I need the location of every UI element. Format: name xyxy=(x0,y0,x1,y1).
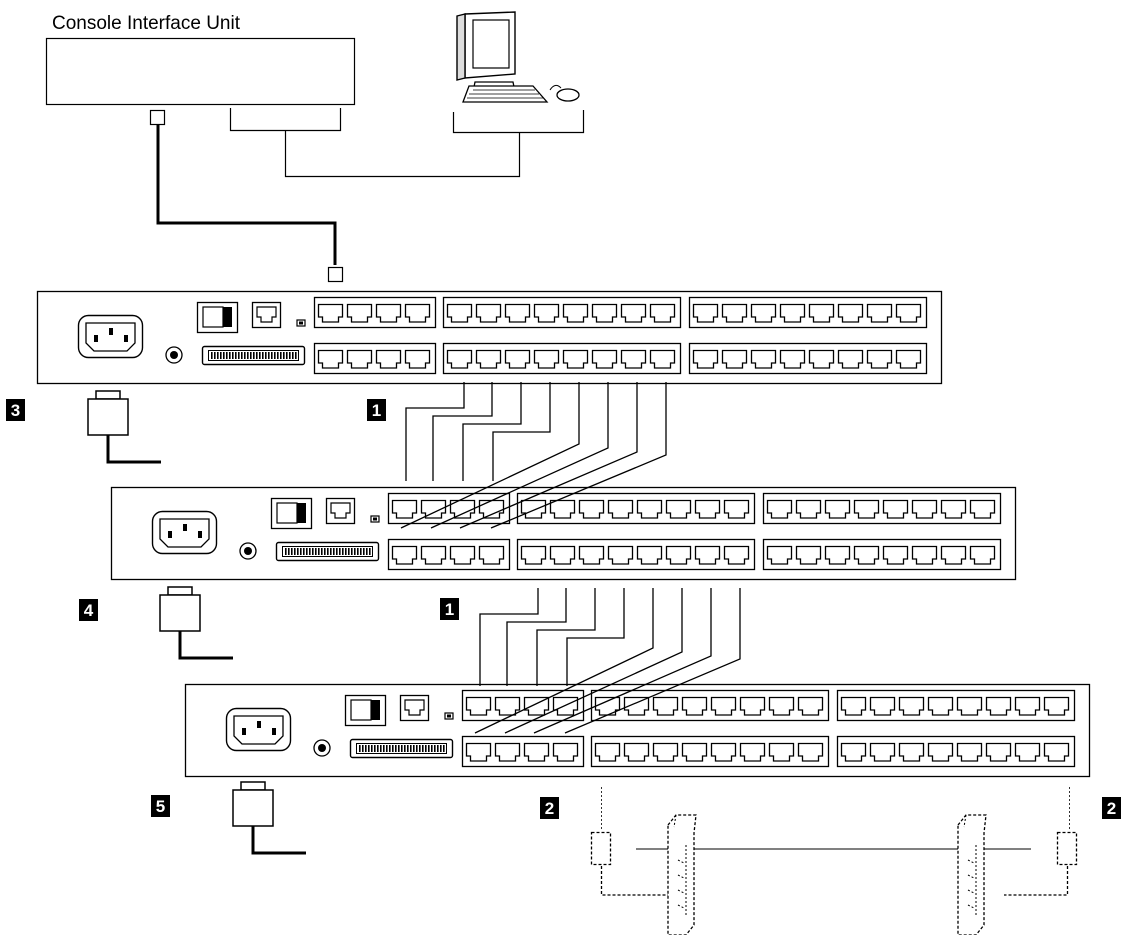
port-group xyxy=(461,735,585,768)
console-interface-unit xyxy=(45,37,356,106)
power-switch-icon xyxy=(196,301,239,334)
svg-text:1: 1 xyxy=(372,401,381,420)
console-cable xyxy=(156,125,337,265)
port-group xyxy=(836,735,1076,768)
cascade-cables-2-3 xyxy=(474,588,741,734)
port-group xyxy=(688,296,928,329)
switch-3 xyxy=(184,683,1091,778)
port-group xyxy=(387,538,511,571)
power-cord-2 xyxy=(158,585,235,660)
callout-2-right: 2 xyxy=(1102,797,1121,819)
port-group xyxy=(461,689,585,722)
svg-text:2: 2 xyxy=(1107,799,1116,818)
power-cord-1 xyxy=(86,389,163,464)
port-group xyxy=(313,342,437,375)
callout-1-lower: 1 xyxy=(440,598,459,620)
console-link-bracket xyxy=(229,108,585,178)
switch-1-console-connector xyxy=(327,266,344,283)
pc-icon xyxy=(456,11,580,103)
switch-1 xyxy=(36,290,943,385)
ground-screw-icon xyxy=(313,739,331,757)
rj-port-icon xyxy=(251,301,282,329)
switch-2 xyxy=(110,486,1017,581)
ground-screw-icon xyxy=(165,346,183,364)
port-group xyxy=(442,342,682,375)
power-inlet-icon xyxy=(225,707,292,752)
callout-2-left: 2 xyxy=(540,797,559,819)
power-switch-icon xyxy=(344,694,387,727)
computer-link-left xyxy=(590,787,668,896)
ground-screw-icon xyxy=(239,542,257,560)
svg-text:1: 1 xyxy=(445,600,454,619)
power-cord-3 xyxy=(231,780,308,855)
console-interface-unit-label: Console Interface Unit xyxy=(52,13,241,34)
rj-port-icon xyxy=(325,497,356,525)
port-group xyxy=(516,538,756,571)
port-group xyxy=(442,296,682,329)
cascade-cables-1-2 xyxy=(400,382,667,529)
svg-text:4: 4 xyxy=(84,601,94,620)
port-group xyxy=(762,538,1002,571)
daisy-chain-connector-icon xyxy=(201,345,306,366)
port-group xyxy=(836,689,1076,722)
console-connector xyxy=(149,109,166,126)
callout-3: 3 xyxy=(6,399,25,421)
port-group xyxy=(313,296,437,329)
power-switch-icon xyxy=(270,497,313,530)
port-group xyxy=(590,735,830,768)
daisy-chain-connector-icon xyxy=(275,541,380,562)
callout-5: 5 xyxy=(151,795,170,817)
port-group xyxy=(516,492,756,525)
computer-icon-left xyxy=(667,814,697,935)
port-group xyxy=(590,689,830,722)
svg-text:5: 5 xyxy=(156,797,165,816)
svg-text:2: 2 xyxy=(545,799,554,818)
power-inlet-icon xyxy=(77,314,144,359)
computer-icon-right xyxy=(957,814,987,935)
port-group xyxy=(688,342,928,375)
daisy-chain-connector-icon xyxy=(349,738,454,759)
port-group xyxy=(762,492,1002,525)
svg-text:3: 3 xyxy=(11,401,20,420)
port-group xyxy=(387,492,511,525)
computer-link-right xyxy=(1004,787,1078,896)
rj-port-icon xyxy=(399,694,430,722)
callout-4: 4 xyxy=(79,599,98,621)
power-inlet-icon xyxy=(151,510,218,555)
callout-1-upper: 1 xyxy=(367,399,386,421)
